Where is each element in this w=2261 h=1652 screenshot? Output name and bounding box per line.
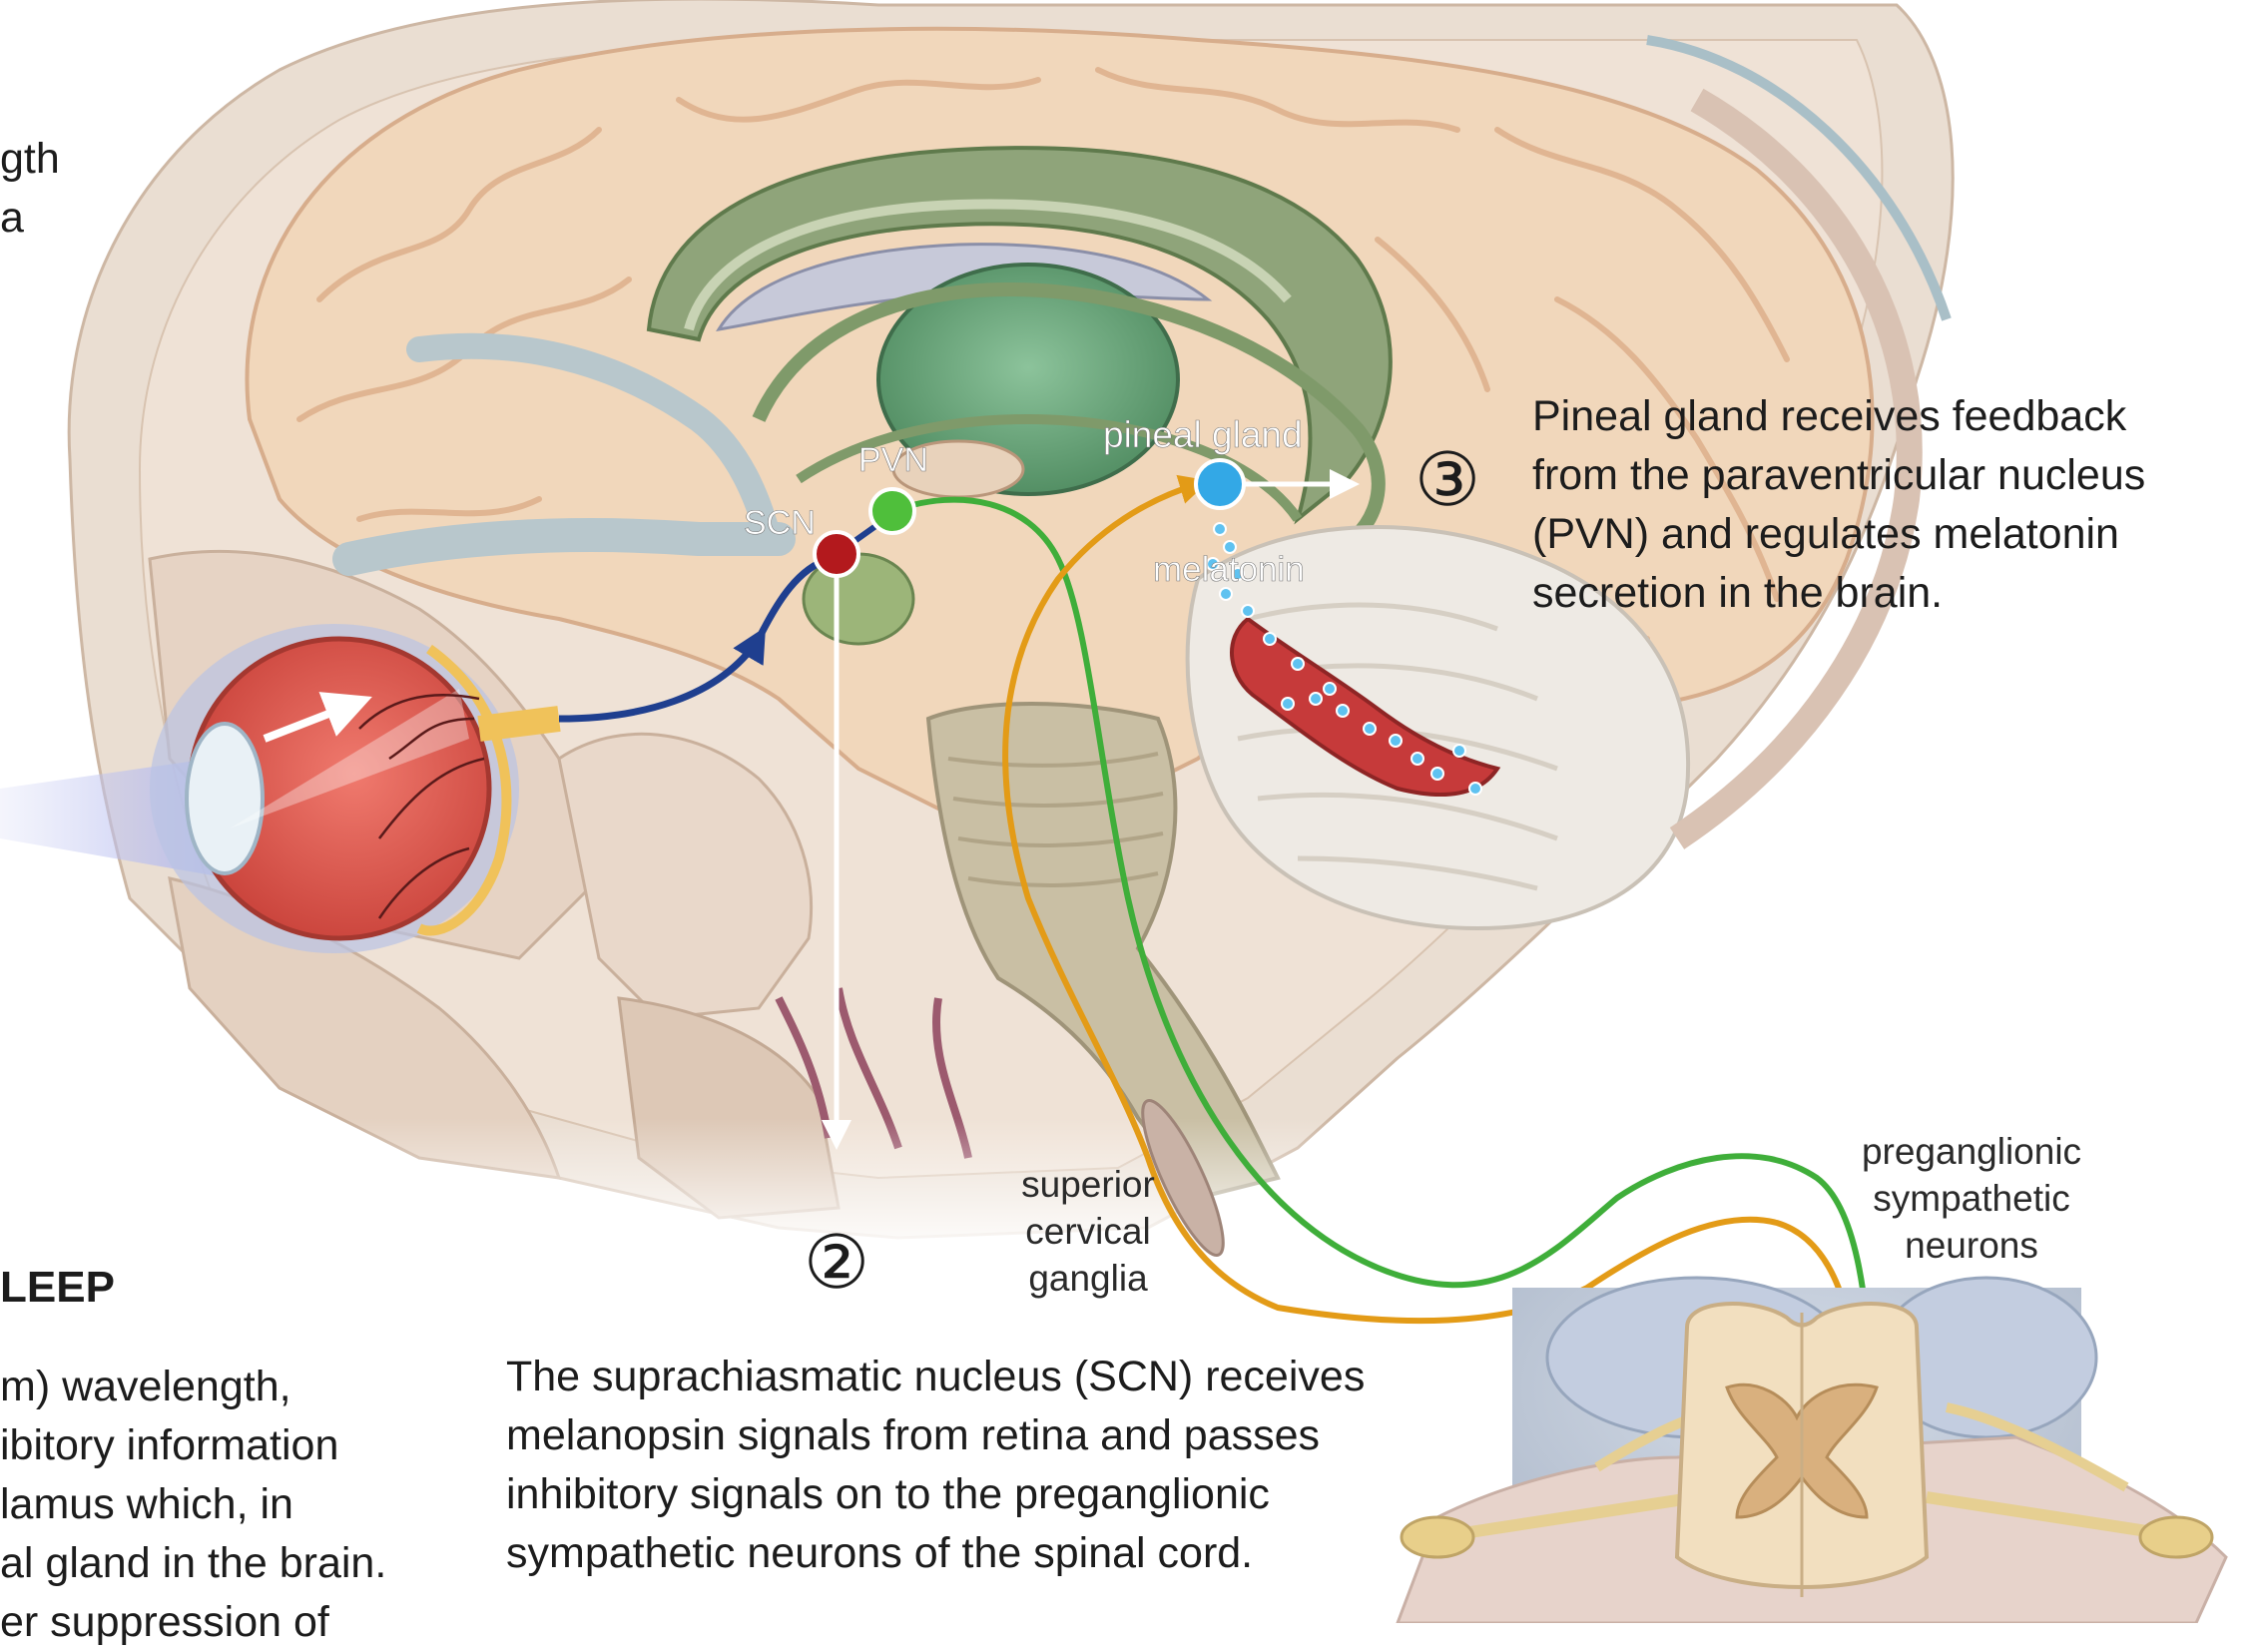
- step-2-marker: ②: [792, 1218, 881, 1308]
- pvn-label: PVN: [858, 441, 928, 479]
- melatonin-granule: [1220, 588, 1232, 600]
- melatonin-granule: [1214, 523, 1226, 535]
- melatonin-label: melatonin: [1153, 550, 1305, 589]
- scn-caption: The suprachiasmatic nucleus (SCN) receiv…: [506, 1348, 1504, 1583]
- pineal-caption: Pineal gland receives feedback from the …: [1532, 387, 2231, 623]
- melatonin-granule: [1242, 605, 1254, 617]
- spinal-cord-section: [1398, 1278, 2226, 1623]
- melatonin-granule: [1282, 698, 1294, 710]
- preganglionic-sympathetic-neurons-label: preganglionic sympathetic neurons: [1832, 1128, 2111, 1269]
- melatonin-granule: [1469, 783, 1481, 795]
- scn-label: SCN: [744, 504, 816, 542]
- melatonin-granule: [1324, 683, 1336, 695]
- pvn-nucleus: [870, 489, 914, 533]
- melatonin-granule: [1310, 693, 1322, 705]
- pineal-gland-node: [1196, 460, 1244, 508]
- left-cropped-text-top: gth a: [0, 130, 80, 248]
- scn-nucleus: [815, 532, 858, 576]
- step-3-marker: ③: [1403, 435, 1492, 525]
- melatonin-granule: [1453, 745, 1465, 757]
- melatonin-granule: [1292, 658, 1304, 670]
- melatonin-granule: [1431, 768, 1443, 780]
- pineal-gland-label: pineal gland: [1103, 414, 1303, 455]
- melatonin-granule: [1364, 723, 1376, 735]
- left-cropped-body-text: m) wavelength, ibitory information lamus…: [0, 1358, 459, 1652]
- left-cropped-heading: LEEP: [0, 1263, 160, 1313]
- melatonin-granule: [1390, 735, 1402, 747]
- melatonin-granule: [1264, 633, 1276, 645]
- melatonin-granule: [1337, 705, 1349, 717]
- melatonin-granule: [1412, 753, 1423, 765]
- superior-cervical-ganglia-label: superior cervical ganglia: [998, 1161, 1178, 1302]
